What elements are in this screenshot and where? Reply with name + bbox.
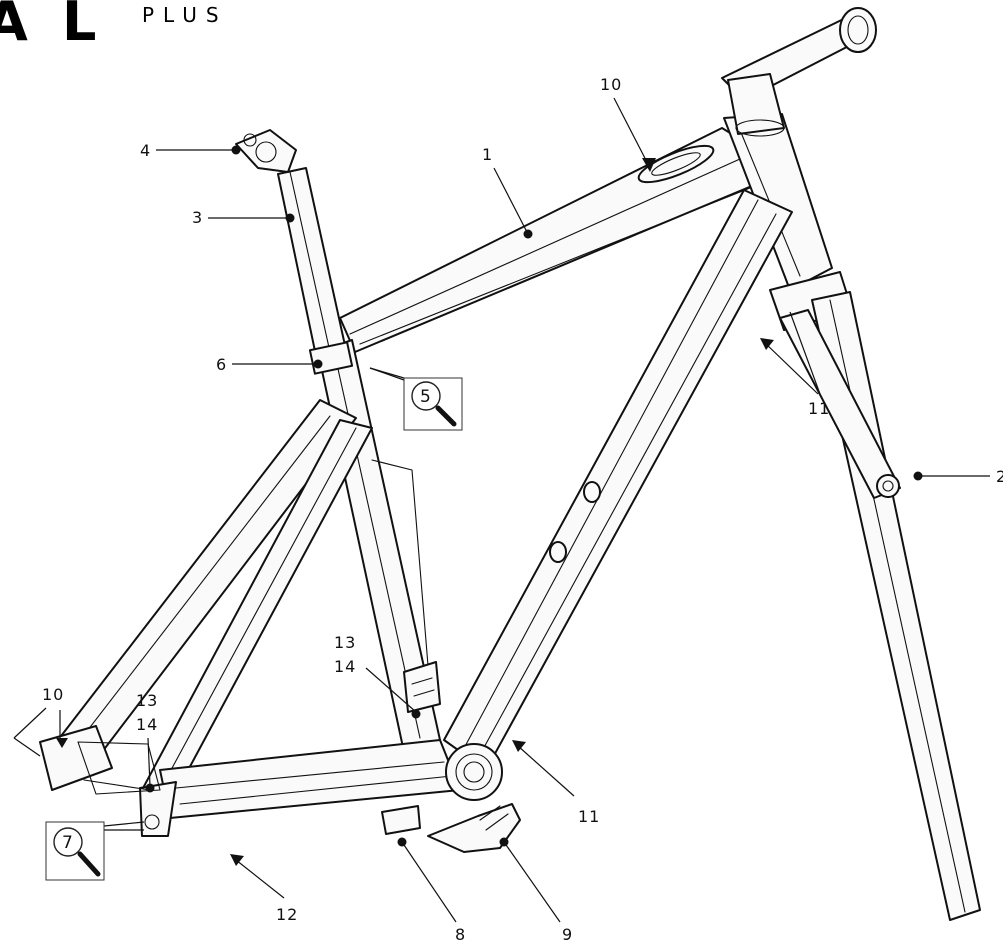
rear-dropout bbox=[139, 781, 177, 837]
magnifier-label: 5 bbox=[420, 387, 431, 407]
magnifier-icon bbox=[411, 381, 441, 411]
brand-letter-a: A bbox=[0, 0, 28, 53]
callout-label: 11 bbox=[808, 399, 830, 418]
callout-label: 9 bbox=[562, 925, 573, 944]
callout-2: 2 bbox=[913, 467, 1003, 486]
saddle-clamp-head bbox=[235, 129, 297, 173]
callout-label: 14 bbox=[334, 657, 356, 676]
chainstay-protector bbox=[381, 805, 421, 835]
callout-10-rear: 10 bbox=[13, 685, 68, 757]
magnifier-icon bbox=[53, 827, 83, 857]
magnifier-label: 7 bbox=[62, 833, 73, 853]
callout-label: 8 bbox=[455, 925, 466, 944]
callout-13-14-rear: 13 14 bbox=[136, 691, 158, 793]
callout-1: 1 bbox=[482, 145, 533, 239]
magnifier-5[interactable]: 5 bbox=[369, 367, 463, 431]
magnifier-7[interactable]: 7 bbox=[45, 821, 145, 881]
callout-9: 9 bbox=[499, 837, 573, 944]
bottle-boss-upper bbox=[583, 481, 601, 503]
callout-6: 6 bbox=[216, 355, 323, 374]
brand-suffix: PLUS bbox=[142, 3, 228, 27]
bottle-boss-lower bbox=[549, 541, 567, 563]
seat-post bbox=[277, 167, 347, 357]
callout-label: 2 bbox=[996, 467, 1003, 486]
callout-label: 4 bbox=[140, 141, 151, 160]
callout-label: 6 bbox=[216, 355, 227, 374]
fork-dropout bbox=[876, 474, 900, 498]
callout-3: 3 bbox=[192, 208, 295, 227]
callout-label: 10 bbox=[42, 685, 64, 704]
callout-label: 10 bbox=[600, 75, 622, 94]
callout-10-top: 10 bbox=[600, 75, 656, 172]
callout-8: 8 bbox=[397, 837, 466, 944]
fork-leg-rear bbox=[779, 309, 901, 499]
cable-port-top bbox=[637, 144, 715, 184]
seat-tube-port bbox=[403, 661, 441, 713]
callout-label: 3 bbox=[192, 208, 203, 227]
callout-label: 11 bbox=[578, 807, 600, 826]
callout-label: 13 bbox=[136, 691, 158, 710]
callout-11-fork: 11 bbox=[760, 311, 830, 418]
frame-drawing bbox=[39, 7, 981, 921]
rear-thru-axle bbox=[39, 725, 161, 795]
callout-label: 14 bbox=[136, 715, 158, 734]
callout-11-bottom: 11 bbox=[512, 740, 600, 826]
chain-catcher bbox=[427, 803, 521, 853]
callout-13-14-seat: 13 14 bbox=[334, 633, 421, 719]
callout-12: 12 bbox=[230, 854, 298, 924]
callout-label: 13 bbox=[334, 633, 356, 652]
callout-4: 4 bbox=[140, 141, 241, 160]
brand-logo: A L PLUS bbox=[0, 0, 228, 53]
handlebar-clamp bbox=[839, 7, 877, 53]
callout-label: 12 bbox=[276, 905, 298, 924]
bottom-bracket bbox=[445, 743, 503, 801]
brand-letter-l: L bbox=[62, 0, 96, 53]
callout-label: 1 bbox=[482, 145, 493, 164]
